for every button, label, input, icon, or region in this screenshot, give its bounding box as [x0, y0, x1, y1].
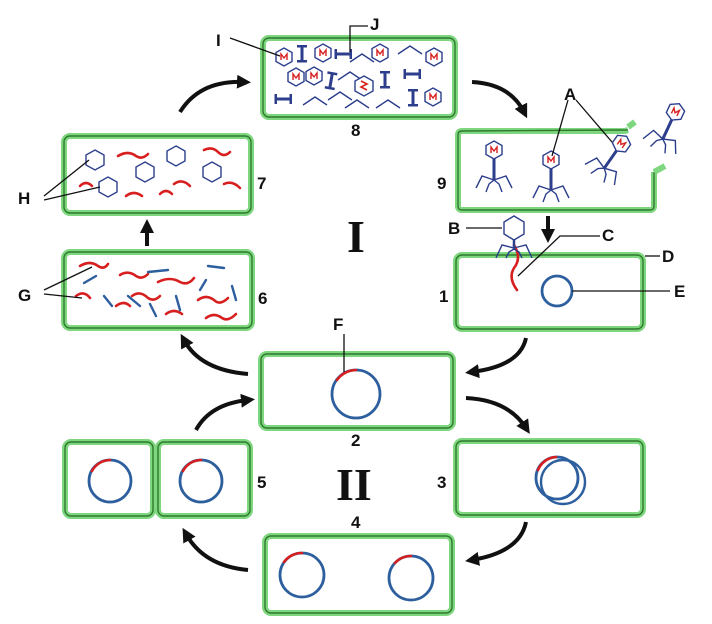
pointer-lines	[43, 25, 670, 372]
prophage-segment	[335, 368, 358, 382]
step-6: 6	[258, 289, 267, 308]
cycle-arrows	[140, 74, 555, 572]
cell-step-9	[455, 99, 688, 213]
phage-dna-copies	[78, 147, 242, 198]
label-E: E	[674, 282, 685, 301]
fragmented-host-dna	[82, 264, 238, 318]
step-2: 2	[351, 431, 360, 450]
injected-phage-dna	[510, 243, 520, 292]
cell-step-3	[453, 438, 646, 518]
step-3: 3	[437, 473, 446, 492]
step-5: 5	[257, 473, 266, 492]
label-G: G	[18, 286, 31, 305]
label-B: B	[448, 219, 460, 238]
label-C: C	[602, 226, 614, 245]
step-1: 1	[439, 287, 448, 306]
cell-step-4	[262, 533, 455, 616]
cell-step-5	[62, 439, 253, 519]
cell-step-6	[61, 249, 255, 331]
lysogenic-cycle-label: II	[336, 459, 372, 510]
step-8: 8	[351, 121, 360, 140]
cell-step-7	[61, 133, 254, 216]
lytic-cycle-label: I	[347, 211, 365, 262]
step-7: 7	[257, 174, 266, 193]
step-9: 9	[437, 174, 446, 193]
label-H: H	[18, 189, 30, 208]
cell-step-1	[453, 243, 646, 332]
replicated-phage-dna	[74, 261, 238, 321]
attaching-phage	[495, 215, 533, 259]
cell-step-8	[260, 35, 458, 120]
released-phages	[475, 99, 688, 203]
label-D: D	[662, 247, 674, 266]
cell-step-2	[258, 351, 456, 431]
label-F: F	[333, 315, 343, 334]
label-I: I	[216, 31, 221, 50]
label-A: A	[564, 85, 576, 104]
empty-phage-heads	[85, 145, 222, 198]
step-4: 4	[351, 513, 361, 532]
label-J: J	[370, 15, 379, 34]
